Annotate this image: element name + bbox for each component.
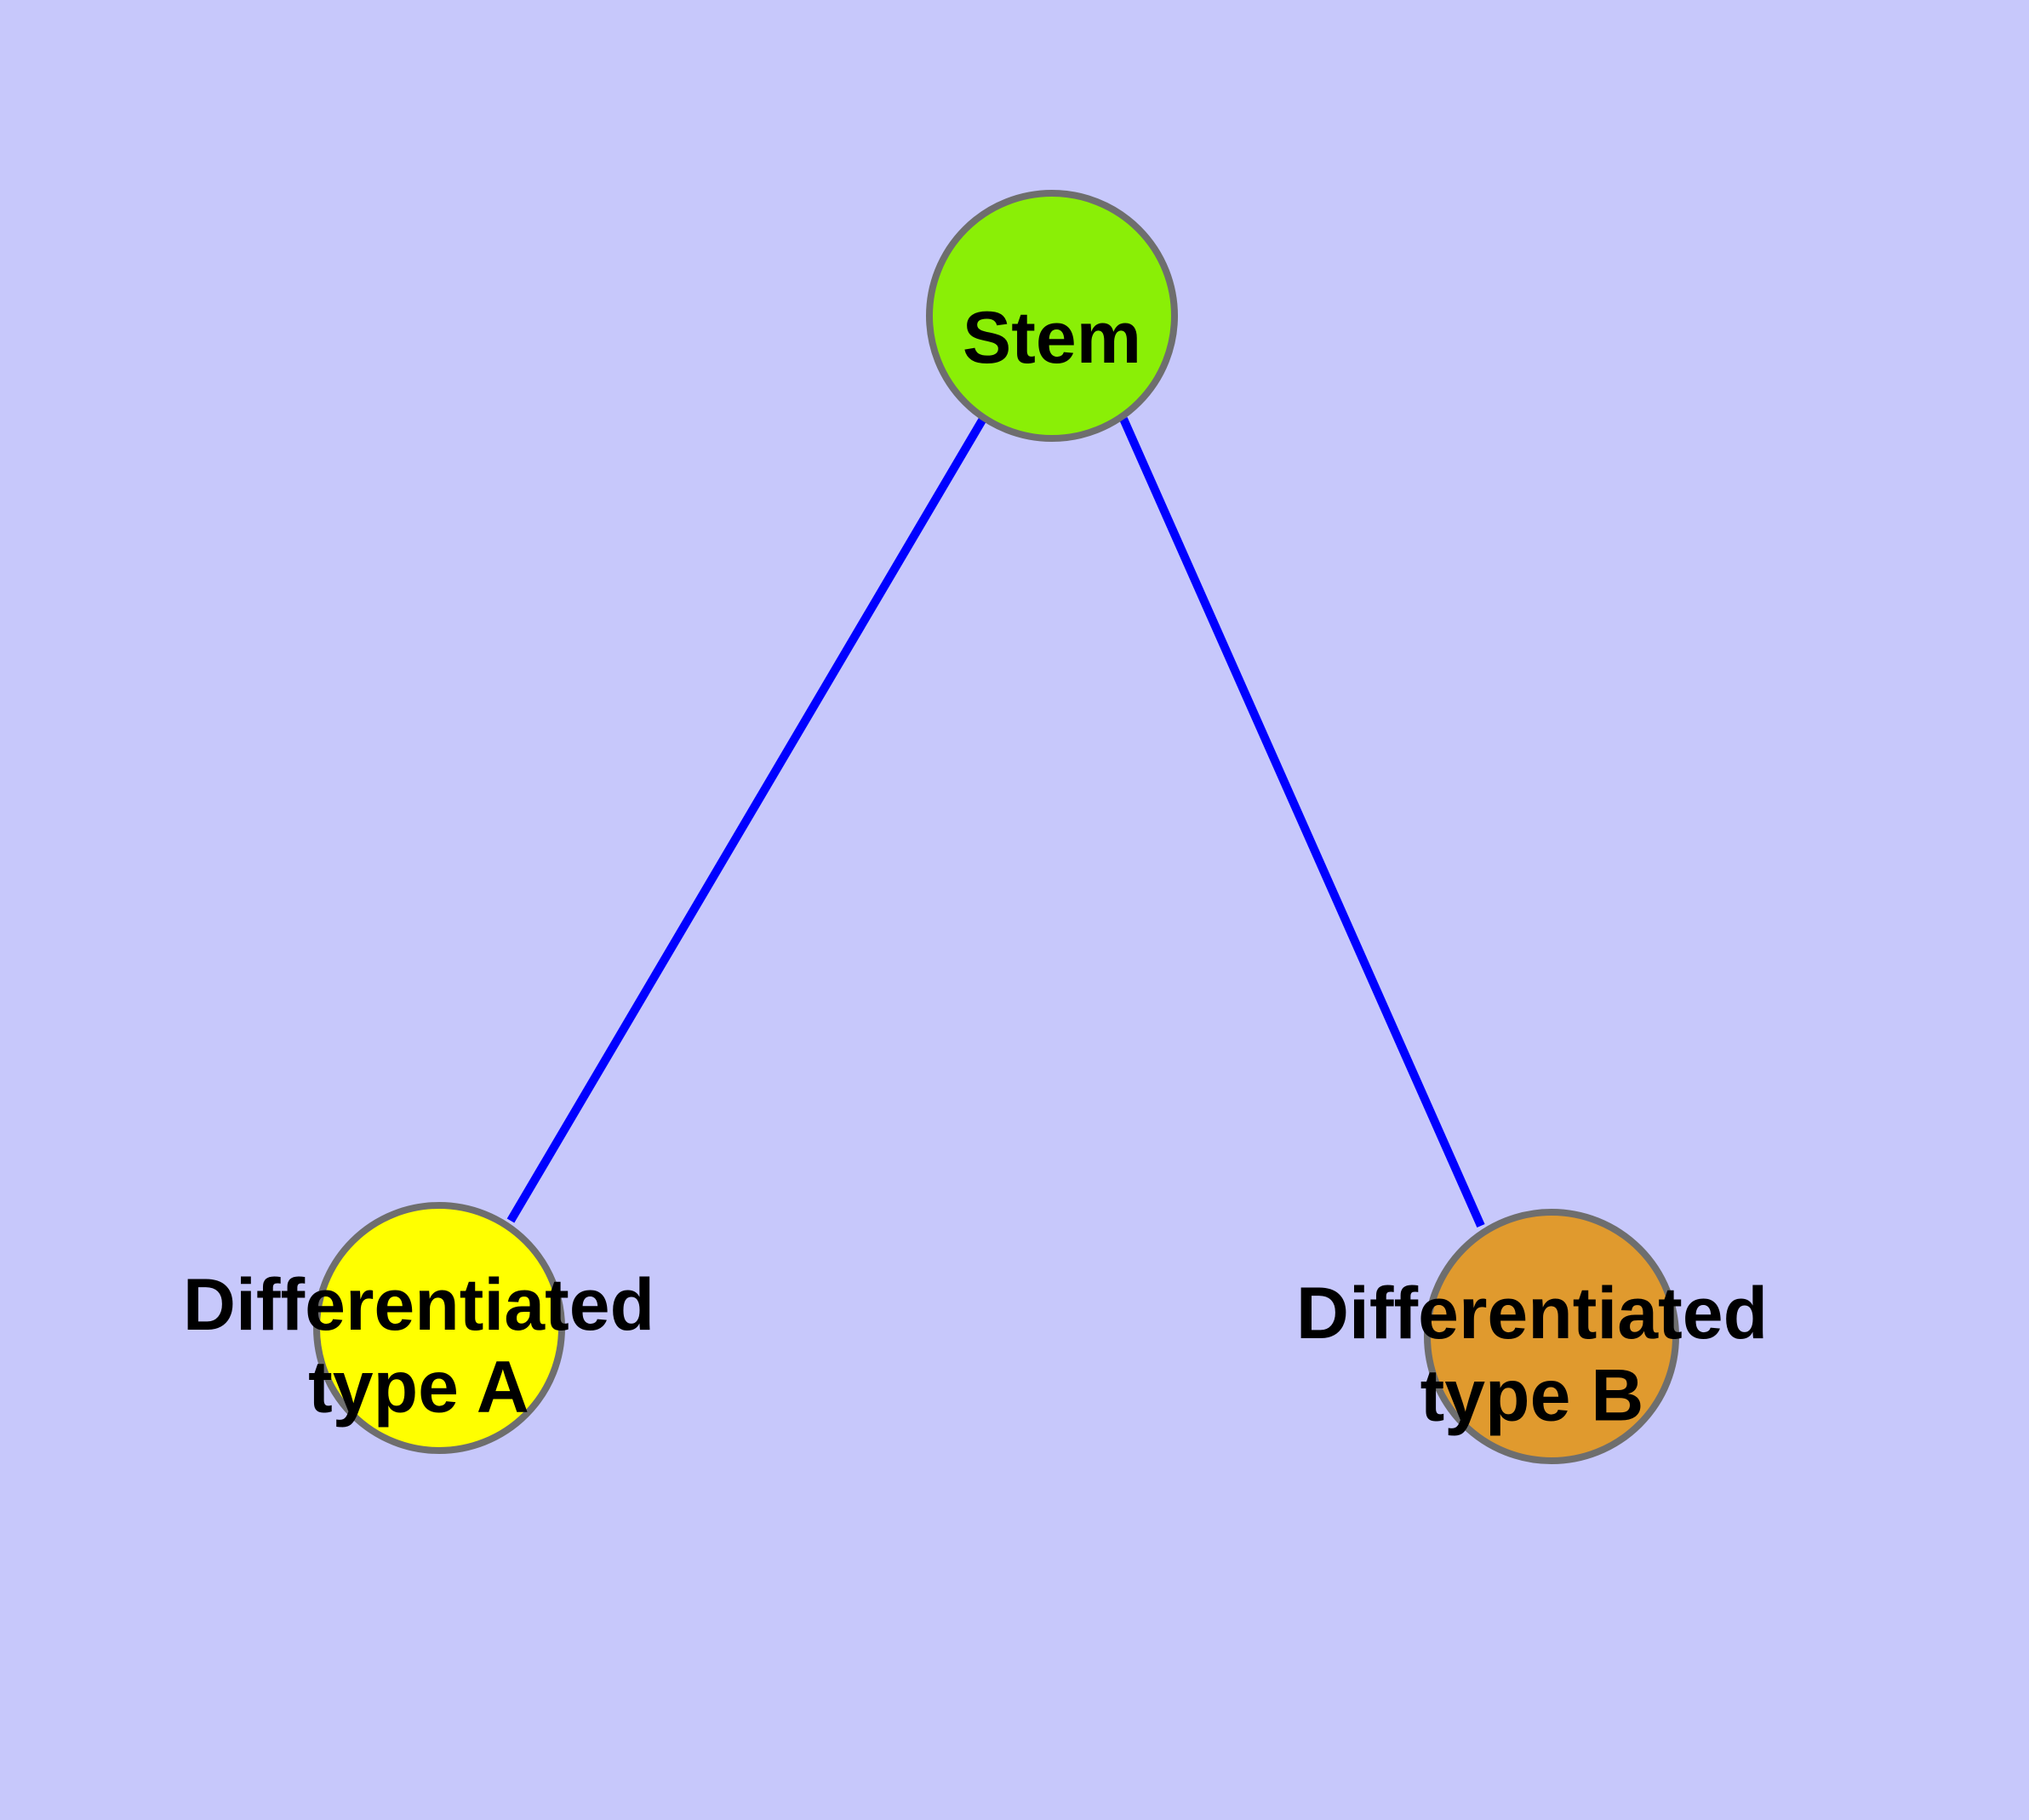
- edge-stem-to-diff-b[interactable]: [1119, 416, 1485, 1228]
- node-stem[interactable]: Stem: [926, 190, 1178, 442]
- node-circle-diff-b[interactable]: [1424, 1209, 1679, 1464]
- node-label-line: type B: [1420, 1354, 1644, 1436]
- node-circle-stem[interactable]: [926, 190, 1178, 442]
- edges-layer: [506, 416, 1485, 1228]
- edge-stem-to-diff-a[interactable]: [506, 416, 987, 1223]
- node-label-line: Stem: [963, 297, 1141, 379]
- node-label-stem: Stem: [963, 297, 1141, 379]
- node-label-line: Differentiated: [1296, 1273, 1768, 1354]
- node-circle-diff-a[interactable]: [313, 1202, 565, 1454]
- node-label-line: Differentiated: [183, 1264, 654, 1346]
- node-label-line: type A: [308, 1346, 529, 1428]
